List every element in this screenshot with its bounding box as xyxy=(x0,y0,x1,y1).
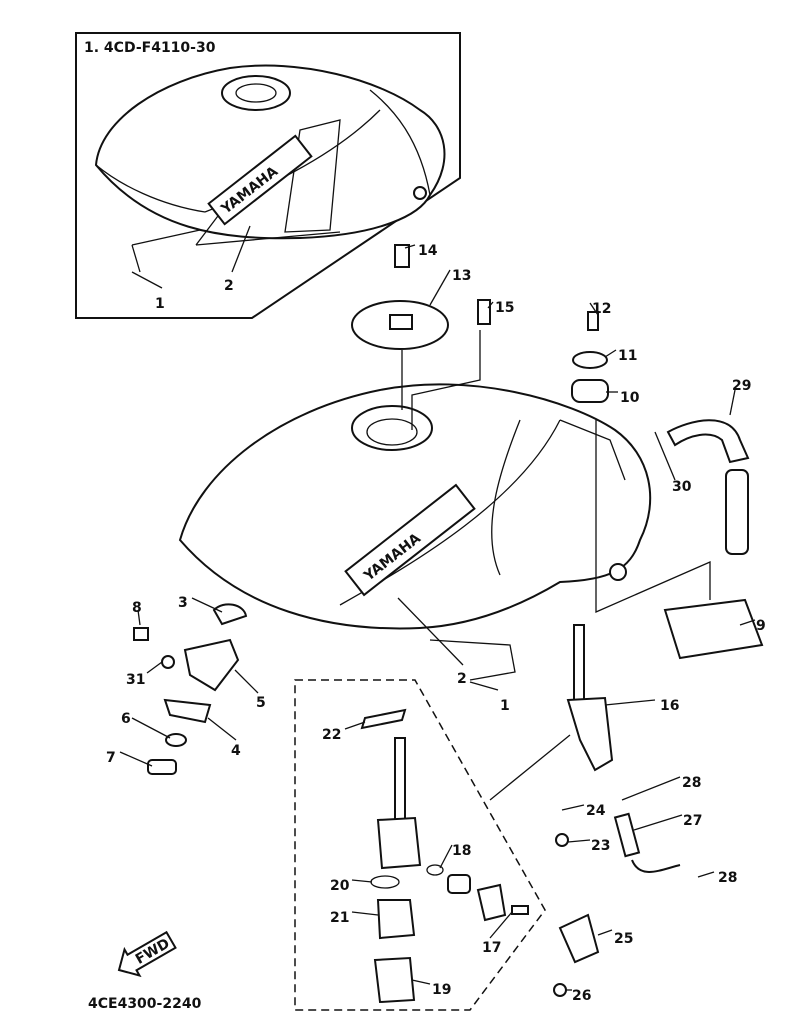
callout-leader-line xyxy=(131,271,163,289)
fuel-cock-detail xyxy=(360,708,529,1004)
callout-leader-line xyxy=(351,911,379,916)
callout-leader-line xyxy=(561,804,585,811)
fuel-cock-detail-frame xyxy=(294,679,546,1011)
callout-leader-line xyxy=(633,814,683,831)
callout-number-29: 29 xyxy=(732,378,751,394)
callout-leader-line xyxy=(654,431,676,481)
callout-number-25: 25 xyxy=(614,931,633,947)
callout-leader-line xyxy=(207,717,237,741)
callout-number-2: 2 xyxy=(224,278,234,294)
callout-number-13: 13 xyxy=(452,268,471,284)
callout-leader-line xyxy=(439,844,453,869)
callout-leader-line xyxy=(429,269,451,306)
callout-leader-line xyxy=(146,661,163,674)
callout-leader-line xyxy=(344,721,366,730)
forward-arrow-icon: FWD xyxy=(117,930,177,978)
callout-leader-line xyxy=(397,597,464,666)
callout-number-20: 20 xyxy=(330,878,350,894)
callout-number-19: 19 xyxy=(432,982,451,998)
callout-leader-line xyxy=(604,349,617,358)
callout-leader-line xyxy=(487,301,494,309)
callout-leader-line xyxy=(191,597,223,613)
callout-number-10: 10 xyxy=(620,390,640,406)
callout-leader-line xyxy=(231,225,251,273)
callout-leader-line xyxy=(739,619,756,626)
inset-label: 1. 4CD-F4110-30 xyxy=(84,40,216,56)
callout-number-6: 6 xyxy=(121,711,131,727)
callout-number-30: 30 xyxy=(672,479,692,495)
callout-leader-line xyxy=(469,681,499,691)
callout-number-3: 3 xyxy=(178,595,188,611)
callout-number-12: 12 xyxy=(592,301,611,317)
callout-leader-line xyxy=(404,244,416,249)
callout-leader-line xyxy=(137,609,141,626)
callout-leader-line xyxy=(621,776,681,801)
callout-number-31: 31 xyxy=(126,672,145,688)
callout-number-22: 22 xyxy=(322,727,341,743)
callout-number-17: 17 xyxy=(482,940,501,956)
small-parts xyxy=(133,311,764,775)
callout-number-28: 28 xyxy=(718,870,737,886)
callout-number-14: 14 xyxy=(418,243,438,259)
callout-number-15: 15 xyxy=(495,300,514,316)
callout-leader-line xyxy=(119,751,153,767)
fuel-cock xyxy=(489,624,681,997)
fuel-cap xyxy=(351,244,491,430)
callout-number-1: 1 xyxy=(500,698,510,714)
callout-leader-line xyxy=(597,929,613,936)
callout-number-24: 24 xyxy=(586,803,606,819)
callout-leader-line xyxy=(729,389,736,416)
callout-number-9: 9 xyxy=(756,618,766,634)
callout-number-21: 21 xyxy=(330,910,349,926)
callout-leader-line xyxy=(604,699,656,706)
callout-number-28: 28 xyxy=(682,775,701,791)
callout-leader-line xyxy=(589,302,599,316)
callout-number-8: 8 xyxy=(132,600,142,616)
callout-number-27: 27 xyxy=(683,813,702,829)
diagram-code: 4CE4300-2240 xyxy=(88,996,202,1012)
callout-number-7: 7 xyxy=(106,750,116,766)
callout-leader-line xyxy=(131,717,171,739)
callout-number-4: 4 xyxy=(231,743,241,759)
callout-number-5: 5 xyxy=(256,695,266,711)
callout-leader-line xyxy=(489,911,513,939)
callout-number-11: 11 xyxy=(618,348,637,364)
callout-leader-line xyxy=(567,839,591,843)
callout-leader-line xyxy=(351,879,373,883)
callout-number-2: 2 xyxy=(457,671,467,687)
inset-fuel-tank: YAMAHA xyxy=(94,64,446,273)
callout-number-26: 26 xyxy=(572,988,591,1004)
inset-frame xyxy=(75,32,461,319)
callout-number-23: 23 xyxy=(591,838,610,854)
callout-leader-line xyxy=(411,979,431,985)
callout-number-1: 1 xyxy=(155,296,165,312)
callout-leader-line xyxy=(234,669,259,694)
callout-number-18: 18 xyxy=(452,843,471,859)
callout-leader-line xyxy=(697,871,715,878)
callout-number-16: 16 xyxy=(660,698,679,714)
